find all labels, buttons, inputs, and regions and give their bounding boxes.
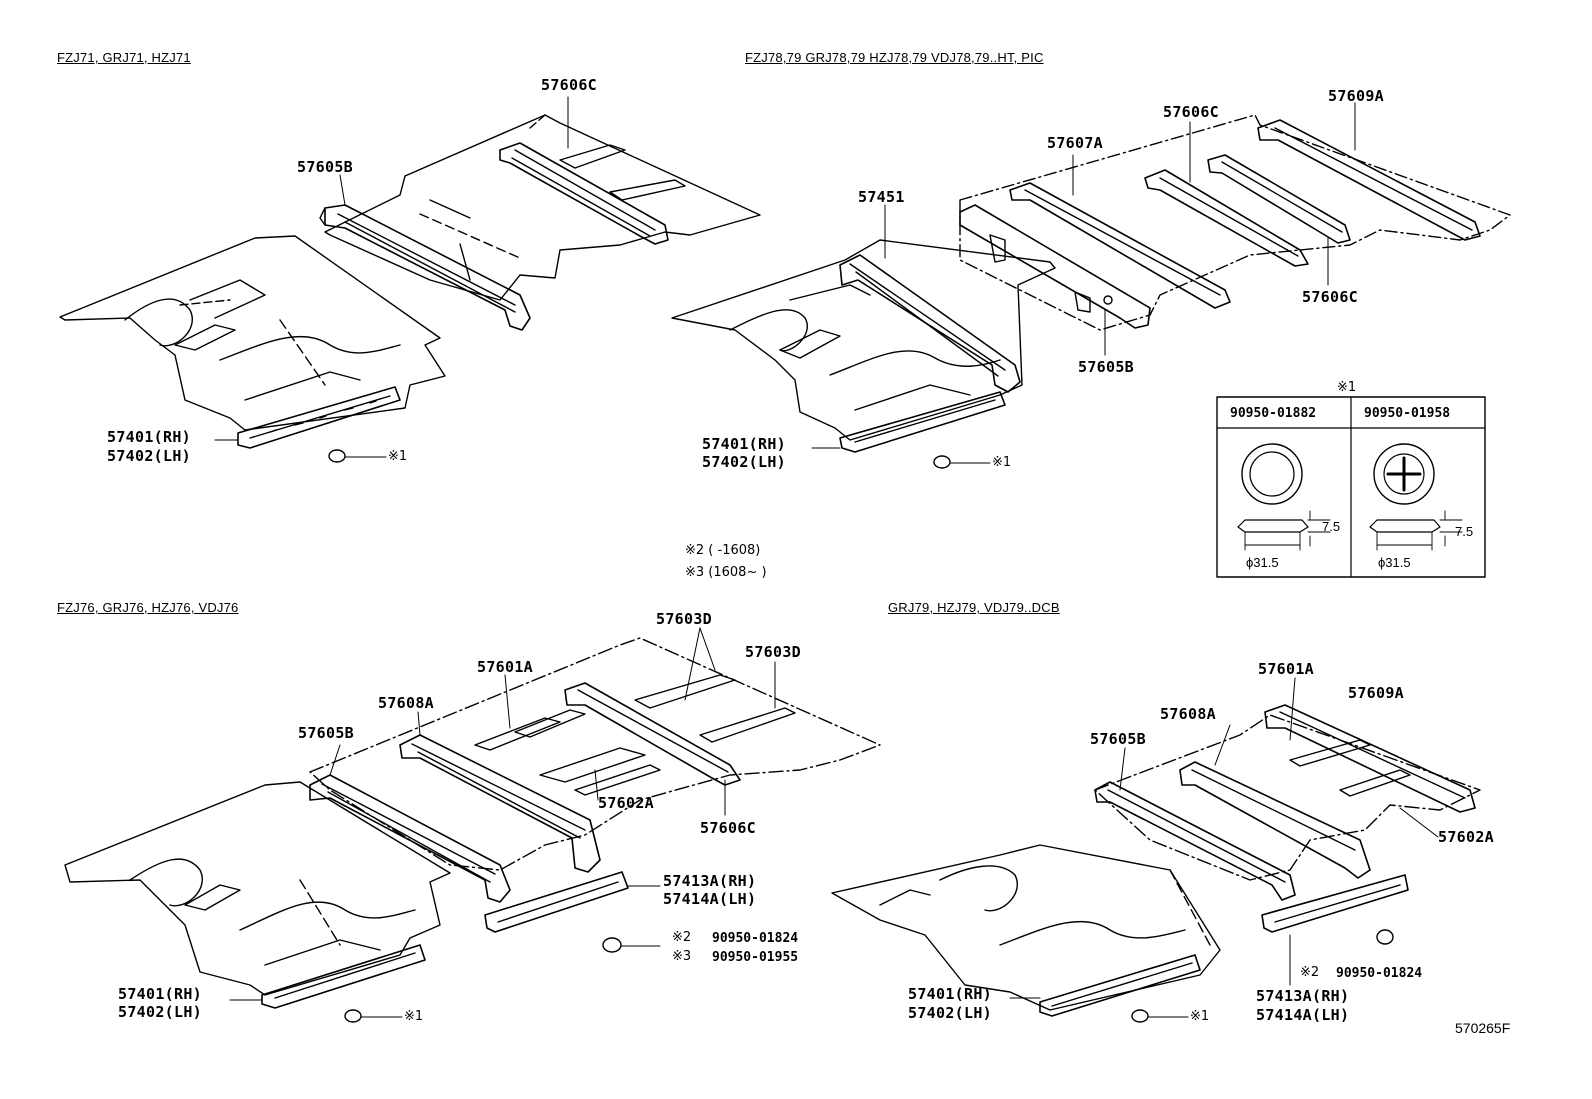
- legend-title: ※1: [1337, 380, 1357, 395]
- clip-alt-mark-2: ※2: [1300, 965, 1320, 980]
- tr-floor-assembly: [671, 102, 1511, 469]
- part-label-57606C[interactable]: 57606C: [541, 76, 597, 94]
- part-label-57401[interactable]: 57401(RH): [908, 985, 992, 1003]
- clip-alt-mark-2: ※2: [672, 930, 692, 945]
- part-label-57609A[interactable]: 57609A: [1348, 684, 1404, 702]
- section-heading-top-left: FZJ71, GRJ71, HZJ71: [57, 50, 191, 65]
- section-heading-bottom-right: GRJ79, HZJ79, VDJ79..DCB: [888, 600, 1060, 615]
- part-label-57601A[interactable]: 57601A: [477, 658, 533, 676]
- part-label-57402[interactable]: 57402(LH): [908, 1004, 992, 1022]
- legend-diameter-left: ϕ31.5: [1246, 555, 1279, 570]
- section-heading-bottom-left: FZJ76, GRJ76, HZJ76, VDJ76: [57, 600, 239, 615]
- legend-height-left: 7.5: [1322, 519, 1341, 534]
- part-label-57402[interactable]: 57402(LH): [118, 1003, 202, 1021]
- clip-alt-code-2[interactable]: 90950-01824: [1336, 966, 1423, 981]
- part-label-57602A[interactable]: 57602A: [1438, 828, 1494, 846]
- clip-legend-box: [1216, 396, 1486, 578]
- part-label-57608A[interactable]: 57608A: [1160, 705, 1216, 723]
- part-label-57609A[interactable]: 57609A: [1328, 87, 1384, 105]
- part-label-57606C[interactable]: 57606C: [700, 819, 756, 837]
- legend-code-right: 90950-01958: [1364, 406, 1451, 421]
- clip-alt-mark-3: ※3: [672, 949, 692, 964]
- note-line-3: ※3 (1608~ ): [685, 565, 767, 580]
- part-label-57608A[interactable]: 57608A: [378, 694, 434, 712]
- clip-ref-mark: ※1: [404, 1009, 424, 1024]
- section-heading-top-right: FZJ78,79 GRJ78,79 HZJ78,79 VDJ78,79..HT,…: [745, 50, 1044, 65]
- part-label-57413A[interactable]: 57413A(RH): [1256, 987, 1350, 1005]
- legend-height-right: 7.5: [1455, 524, 1474, 539]
- clip-ref-mark: ※1: [388, 449, 408, 464]
- part-label-57603D-b[interactable]: 57603D: [745, 643, 801, 661]
- part-label-57402[interactable]: 57402(LH): [702, 453, 786, 471]
- part-label-57603D[interactable]: 57603D: [656, 610, 712, 628]
- note-line-2: ※2 ( -1608): [685, 543, 761, 558]
- figure-id: 570265F: [1455, 1020, 1511, 1036]
- part-label-57401[interactable]: 57401(RH): [107, 428, 191, 446]
- part-label-57605B[interactable]: 57605B: [1090, 730, 1146, 748]
- part-label-57607A[interactable]: 57607A: [1047, 134, 1103, 152]
- legend-code-left: 90950-01882: [1230, 406, 1317, 421]
- part-label-57606C[interactable]: 57606C: [1163, 103, 1219, 121]
- tl-floor-assembly: [59, 96, 761, 463]
- part-label-57414A[interactable]: 57414A(LH): [1256, 1006, 1350, 1024]
- part-label-57605B[interactable]: 57605B: [1078, 358, 1134, 376]
- clip-ref-mark: ※1: [992, 455, 1012, 470]
- part-label-57602A[interactable]: 57602A: [598, 794, 654, 812]
- br-floor-assembly: [831, 677, 1481, 1023]
- part-label-57451[interactable]: 57451: [858, 188, 905, 206]
- part-label-57605B[interactable]: 57605B: [297, 158, 353, 176]
- part-label-57402[interactable]: 57402(LH): [107, 447, 191, 465]
- part-label-57401[interactable]: 57401(RH): [702, 435, 786, 453]
- bl-floor-assembly: [64, 627, 881, 1023]
- clip-alt-code-2[interactable]: 90950-01824: [712, 931, 799, 946]
- part-label-57413A[interactable]: 57413A(RH): [663, 872, 757, 890]
- part-label-57606C-lower[interactable]: 57606C: [1302, 288, 1358, 306]
- part-label-57605B[interactable]: 57605B: [298, 724, 354, 742]
- legend-diameter-right: ϕ31.5: [1378, 555, 1411, 570]
- clip-alt-code-3[interactable]: 90950-01955: [712, 950, 799, 965]
- clip-ref-mark: ※1: [1190, 1009, 1210, 1024]
- part-label-57601A[interactable]: 57601A: [1258, 660, 1314, 678]
- part-label-57414A[interactable]: 57414A(LH): [663, 890, 757, 908]
- part-label-57401[interactable]: 57401(RH): [118, 985, 202, 1003]
